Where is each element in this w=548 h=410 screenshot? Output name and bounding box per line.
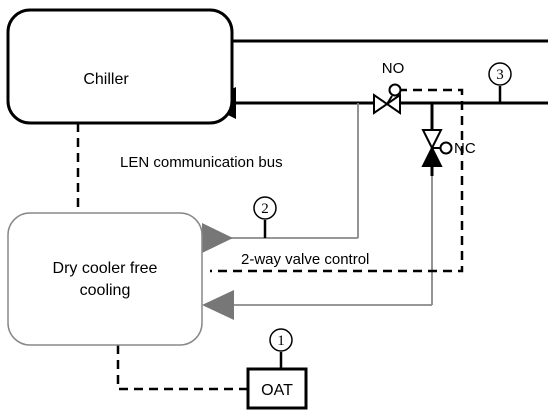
valve-control-annotation: 2-way valve control (241, 251, 369, 268)
callout-2: 2 (253, 196, 277, 238)
callout-2-label: 2 (261, 201, 269, 217)
nc-valve-label: NC (454, 140, 476, 157)
callout-1: 1 (269, 328, 293, 369)
dry-cooler-inlet-arrow (202, 223, 233, 253)
len-bus-annotation: LEN communication bus (120, 154, 283, 171)
callout-3: 3 (488, 62, 512, 103)
valve-control-line (210, 88, 464, 273)
nc-valve-icon (421, 129, 453, 167)
dry-cooler-label-line1: Dry cooler free (53, 260, 158, 277)
chiller-box (6, 8, 234, 125)
callout-3-label: 3 (496, 67, 504, 83)
chiller-label: Chiller (83, 71, 129, 88)
callout-1-label: 1 (277, 333, 285, 349)
no-valve-icon (373, 83, 402, 115)
oat-sensor-box (246, 367, 308, 410)
oat-sensor-line (116, 345, 248, 391)
dry-cooler-box (7, 212, 203, 346)
dry-cooler-return-arrow (202, 290, 234, 320)
dry-cooler-label-line2: cooling (80, 282, 131, 299)
oat-label: OAT (261, 382, 293, 399)
no-valve-label: NO (382, 60, 405, 77)
